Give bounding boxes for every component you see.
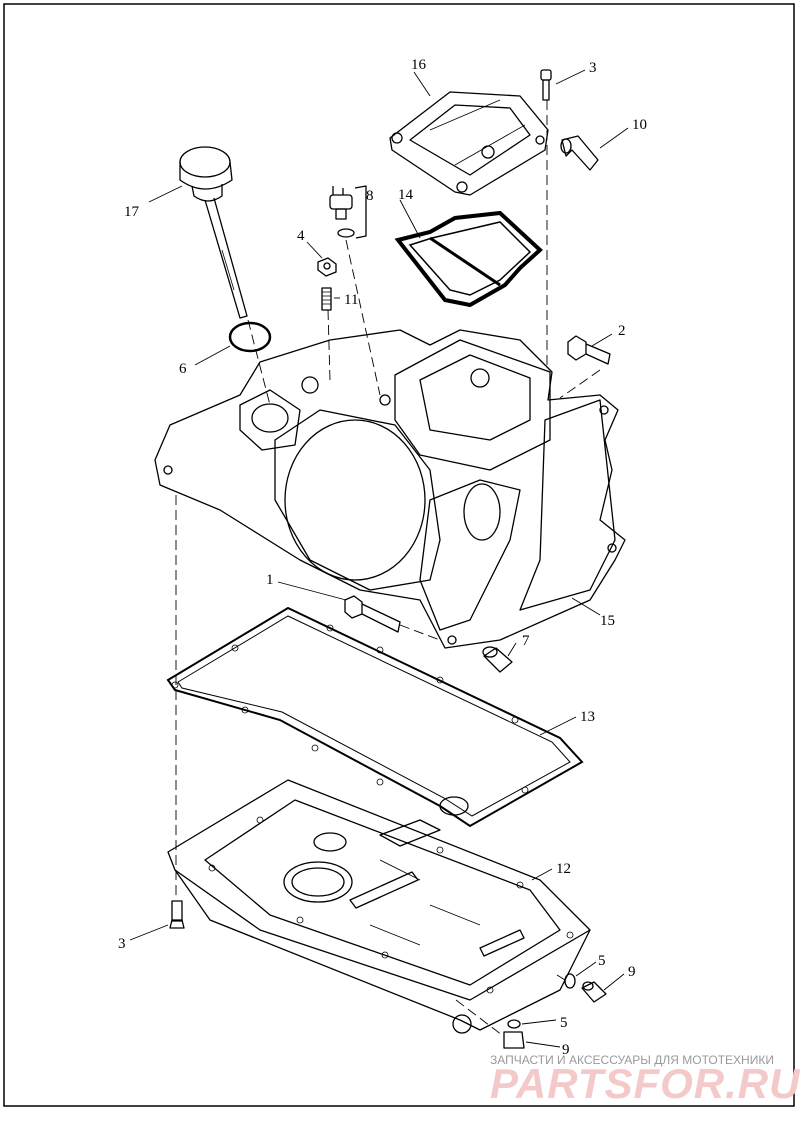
callout-12: 12 [556, 861, 571, 877]
watermark: ЗАПЧАСТИ И АКСЕССУАРЫ ДЛЯ МОТОТЕХНИКИ PA… [490, 1053, 800, 1107]
callout-15: 15 [600, 613, 615, 629]
callout-17: 17 [124, 204, 140, 220]
dipstick-part-17 [179, 146, 248, 319]
washer-part-5-upper [564, 973, 576, 989]
callout-11: 11 [344, 292, 358, 308]
bolt-part-2 [567, 335, 611, 365]
o-ring-part-6 [228, 321, 272, 353]
callout-16: 16 [411, 57, 427, 73]
callout-6: 6 [179, 361, 187, 377]
plug-part-9-upper [581, 981, 607, 1003]
diagram-frame [3, 3, 795, 1107]
watermark-logo: PARTSFOR.RU [490, 1060, 800, 1107]
gasket-part-14 [394, 210, 543, 308]
leader-lines [129, 69, 629, 1048]
oil-pan-part-12 [167, 779, 591, 1034]
assembly-lines [175, 100, 601, 1036]
callout-10: 10 [632, 117, 647, 133]
plug-part-9-lower [503, 1031, 525, 1049]
housing-part-15 [154, 329, 626, 649]
callout-9-lower: 9 [562, 1042, 570, 1058]
sensor-part-8 [329, 185, 367, 239]
callout-3-bottom: 3 [118, 936, 126, 952]
gasket-part-13 [166, 606, 584, 828]
bolt-part-3-bottom [169, 900, 185, 929]
callout-4: 4 [297, 228, 305, 244]
nut-part-4 [317, 257, 337, 277]
callout-13: 13 [580, 709, 595, 725]
callout-labels: 16 3 10 17 8 14 4 11 2 6 1 15 7 13 12 3 … [118, 57, 647, 1058]
cover-part-16 [389, 91, 549, 196]
callout-5-lower: 5 [560, 1015, 568, 1031]
washer-part-5-lower [507, 1019, 521, 1029]
callout-2: 2 [618, 323, 626, 339]
dowel-part-7 [482, 646, 513, 673]
bolt-part-1 [344, 595, 401, 633]
watermark-tagline: ЗАПЧАСТИ И АКСЕССУАРЫ ДЛЯ МОТОТЕХНИКИ [490, 1053, 774, 1067]
callout-1: 1 [266, 572, 274, 588]
elbow-part-10 [560, 135, 599, 171]
callout-7: 7 [522, 633, 530, 649]
callout-14: 14 [398, 187, 414, 203]
callout-8: 8 [366, 188, 374, 204]
callout-5-upper: 5 [598, 953, 606, 969]
callout-9-upper: 9 [628, 964, 636, 980]
callout-3-top: 3 [589, 60, 597, 76]
stud-part-11 [321, 287, 332, 311]
bolt-part-3-top [540, 69, 552, 101]
